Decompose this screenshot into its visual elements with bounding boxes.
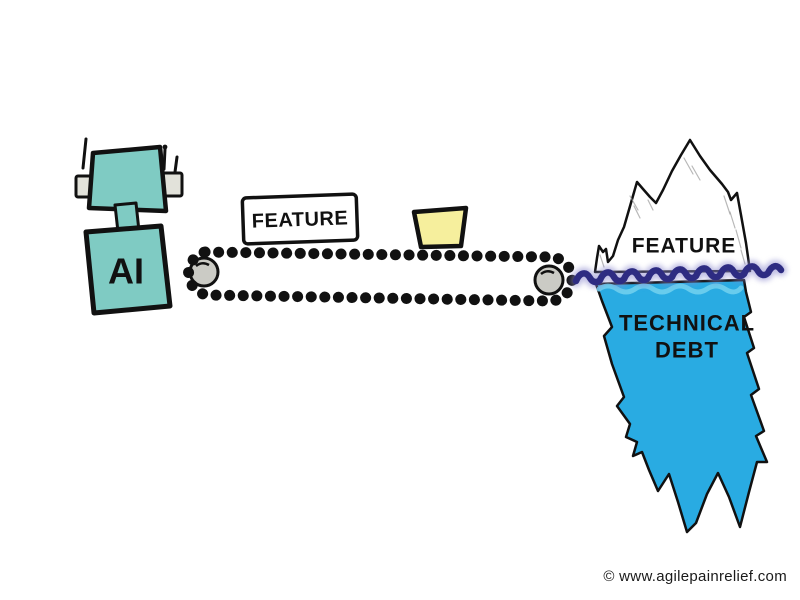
belt-chain [183,246,578,307]
underwater-crest [596,283,744,295]
pulley-right-detail [540,270,555,275]
robot-body [83,223,173,316]
technical-debt-label-line1: TECHNICAL [619,311,755,336]
robot-antenna-tip [162,144,168,150]
technical-debt-label-line2: DEBT [655,338,719,363]
iceberg-above-water [593,138,752,274]
robot-antenna-right2 [173,155,179,174]
feature-sign: FEATURE [240,192,360,246]
waterline-wave [572,262,785,286]
feature-sign-label: FEATURE [251,207,348,232]
iceberg-feature-label: FEATURE [632,235,737,258]
iceberg-below-water [594,278,769,534]
conveyor-belt [183,246,578,307]
robot-antenna-right [162,147,167,171]
robot-antenna-left [81,137,88,170]
ai-robot: AI [74,137,184,316]
iceberg: FEATURE TECHNICAL DEBT [570,138,787,534]
feature-box [411,205,469,250]
pulley-left-detail [195,262,210,267]
iceberg-texture [599,157,746,268]
robot-ai-label: AI [108,251,144,292]
feature-sign-board [240,192,360,246]
robot-head [86,144,169,214]
copyright-text: © www.agilepainrelief.com [603,568,787,585]
